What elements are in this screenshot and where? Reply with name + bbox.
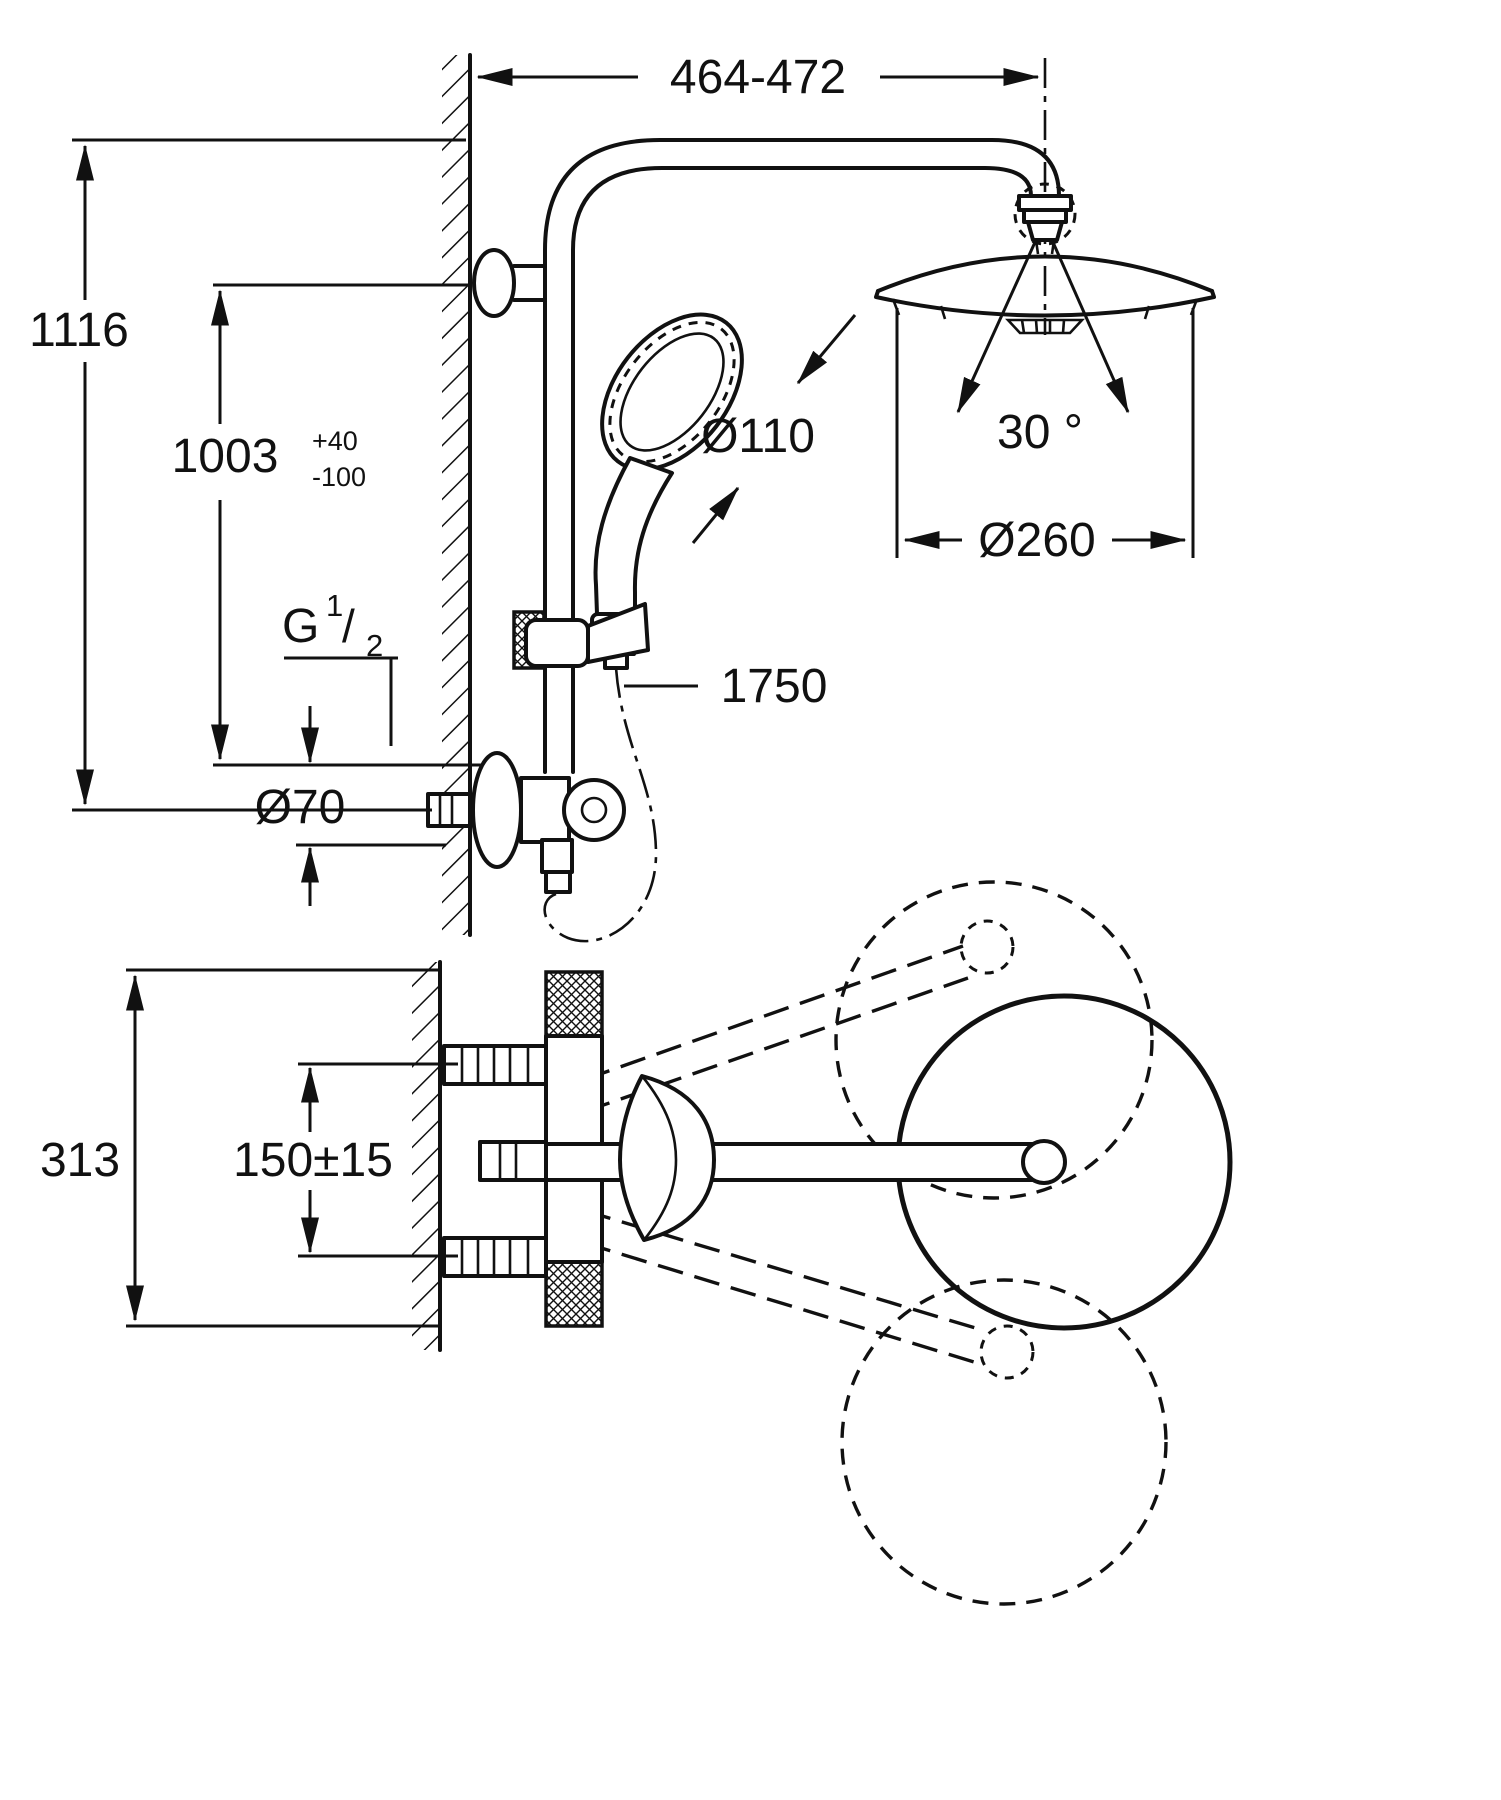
- dimension-overall-height: 1116: [29, 138, 466, 812]
- dimension-thread-size: G 1 / 2: [282, 588, 398, 746]
- wall-section-lower: [412, 960, 442, 1352]
- thermostat-valve-front: [426, 751, 626, 894]
- thread-numerator: 1: [326, 588, 343, 623]
- dimension-connection-distance: 150±15: [233, 1062, 458, 1258]
- dimension-hose-length: 1750: [624, 660, 827, 713]
- dimension-head-angle: 30 °: [956, 239, 1130, 459]
- swivel-range: [548, 880, 1233, 1606]
- hand-shower-holder: [512, 602, 650, 670]
- dimension-bracket-height: 313: [40, 968, 438, 1328]
- dimension-hand-shower: Ø110: [691, 314, 857, 544]
- rail-wall-mount: [472, 248, 547, 318]
- dim-connection-distance-label: 150±15: [233, 1134, 393, 1187]
- dimension-rail-height: 1003 +40 -100: [172, 283, 482, 767]
- dim-top-width-label: 464-472: [670, 51, 846, 104]
- shower-rail: [543, 138, 1061, 774]
- dim-rail-height-label: 1003: [172, 430, 279, 483]
- dimension-head-diameter: Ø260: [895, 308, 1195, 567]
- dim-wall-union-label: Ø70: [255, 781, 346, 834]
- thread-slash: /: [342, 600, 355, 652]
- dim-overall-height-label: 1116: [29, 304, 129, 357]
- dim-rail-height-tol-minus: -100: [312, 462, 366, 492]
- shower-hose: [543, 667, 658, 943]
- dim-hand-shower-label: Ø110: [701, 410, 815, 463]
- head-connection-nut: [1017, 194, 1073, 255]
- hand-shower-side-profile: [618, 1074, 716, 1242]
- hand-shower: [590, 312, 744, 670]
- dim-bracket-height-label: 313: [40, 1134, 120, 1187]
- dim-hose-length-label: 1750: [721, 660, 828, 713]
- dimension-wall-union: Ø70: [255, 706, 446, 906]
- dim-head-angle-label: 30 °: [997, 406, 1083, 459]
- dim-head-diameter-label: Ø260: [978, 514, 1095, 567]
- thread-letter: G: [282, 600, 319, 653]
- dimension-top-width: 464-472: [476, 51, 1040, 104]
- thread-denominator: 2: [366, 628, 383, 663]
- head-swivel-circle: [1013, 182, 1077, 246]
- wall-section-upper: [442, 53, 472, 937]
- dim-rail-height-tol-plus: +40: [312, 426, 358, 456]
